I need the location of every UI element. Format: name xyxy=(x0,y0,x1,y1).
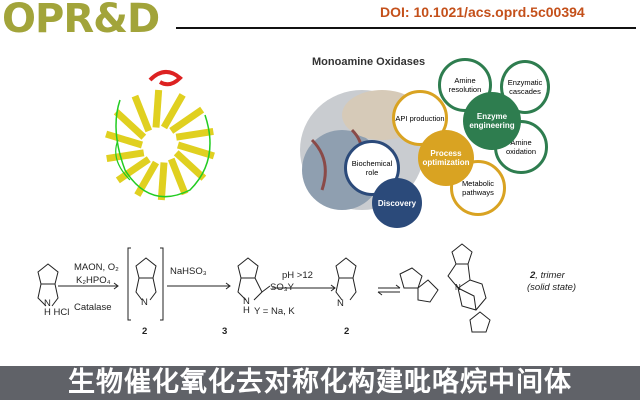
circle-label: Process optimization xyxy=(422,149,470,167)
circle-label: Discovery xyxy=(377,198,417,208)
beta-strand xyxy=(115,156,151,184)
sulfonate-group: SO₃Y xyxy=(270,282,294,293)
sm-hcl: H HCl xyxy=(44,307,70,318)
trimer-label: 2, trimer xyxy=(530,270,565,281)
intermediate-nitrogen: N xyxy=(141,297,148,308)
reagent-nahso3: NaHSO₃ xyxy=(170,266,207,277)
compound-2-label: 2 xyxy=(142,326,148,337)
beta-strand xyxy=(131,94,153,133)
trimer-nitrogen: N xyxy=(455,283,461,292)
circle-enzymatic-cascades: Enzymatic cascades xyxy=(500,60,550,114)
chinese-title-banner: 生物催化氧化去对称化构建吡咯烷中间体 xyxy=(0,366,640,400)
circle-label: Enzyme engineering xyxy=(469,112,515,130)
circle-enzyme-engineering: Enzyme engineering xyxy=(463,92,521,150)
product-nitrogen: N xyxy=(337,298,344,309)
beta-strand xyxy=(169,106,205,134)
beta-strand xyxy=(176,141,215,160)
trimer-compound-number: 2 xyxy=(530,270,536,281)
beta-strand xyxy=(175,127,214,141)
journal-logo: OPR&D xyxy=(2,0,160,42)
compound-3-label: 3 xyxy=(222,326,228,337)
beta-strand xyxy=(160,93,186,130)
circle-discovery: Discovery xyxy=(372,178,422,228)
beta-strand xyxy=(106,149,145,163)
doi-text: DOI: 10.1021/acs.oprd.5c00394 xyxy=(380,4,585,20)
adduct-hydrogen: H xyxy=(243,305,250,316)
trimer-text: , trimer xyxy=(535,270,565,281)
counterion-note: Y = Na, K xyxy=(254,306,295,317)
reagent-k2hpo4: K₂HPO₄ xyxy=(76,275,111,286)
circle-label: Amine resolution xyxy=(448,76,482,94)
beta-strand xyxy=(157,162,168,201)
circle-label: API production xyxy=(395,113,445,123)
circle-label: Biochemical role xyxy=(351,159,393,177)
beta-strand xyxy=(173,150,207,181)
beta-strand xyxy=(152,89,163,128)
reagent-catalase: Catalase xyxy=(74,302,112,313)
header-rule xyxy=(176,27,636,29)
circle-label: Amine oxidation xyxy=(505,138,537,156)
trimer-state: (solid state) xyxy=(527,282,577,293)
circle-biochemical-role: Biochemical role xyxy=(344,140,400,196)
reagent-maon-o2: MAON, O₂ xyxy=(74,262,119,273)
protein-structure-image xyxy=(105,70,215,201)
circle-label: Enzymatic cascades xyxy=(507,78,543,96)
beta-strand xyxy=(113,109,147,140)
reagent-ph: pH >12 xyxy=(282,270,313,281)
sm-nitrogen: N xyxy=(44,298,51,309)
beta-strand xyxy=(105,130,144,149)
beta-strand xyxy=(167,157,189,196)
beta-strand xyxy=(134,160,160,197)
circle-label: Metabolic pathways xyxy=(461,179,495,197)
product-2-label: 2 xyxy=(344,326,350,337)
reaction-scheme-drawing xyxy=(37,243,491,333)
circle-process-optimization: Process optimization xyxy=(418,130,474,186)
adduct-nitrogen: N xyxy=(243,296,250,307)
graphic-title: Monoamine Oxidases xyxy=(312,56,426,68)
